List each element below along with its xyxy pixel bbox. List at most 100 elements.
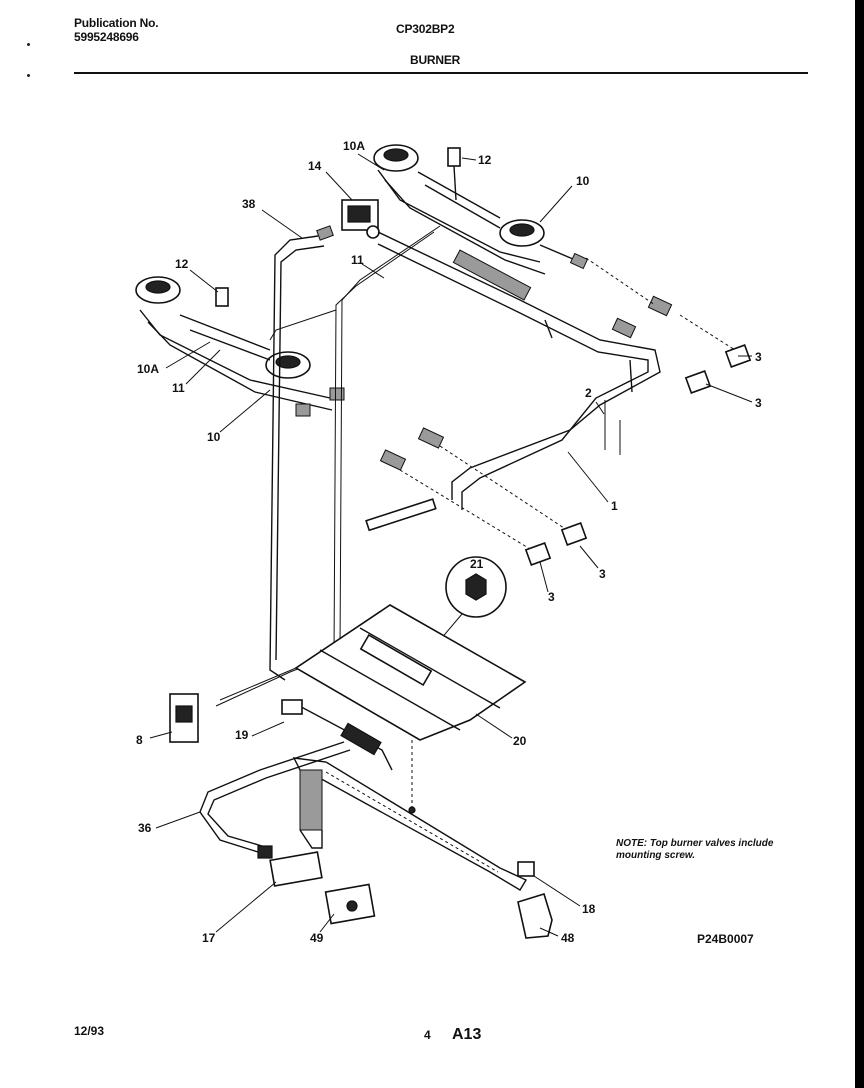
- burner-bracket-upper-2: [424, 184, 501, 229]
- valve-left-1: [417, 427, 445, 449]
- footer-date: 12/93: [74, 1024, 105, 1038]
- bracket-49-hole: [346, 900, 358, 912]
- scan-border: [855, 0, 864, 1088]
- figure-id: P24B0007: [697, 932, 754, 946]
- callout-3-d: 3: [548, 590, 555, 604]
- burner-bracket-upper: [417, 171, 501, 219]
- electrode-wire-top: [453, 165, 457, 201]
- callout-11-left: 11: [172, 381, 185, 395]
- orifice-fitting-left-2: [295, 403, 311, 417]
- callout-38: 38: [242, 197, 256, 211]
- oven-burner-manifold-18: [292, 757, 528, 891]
- callout-3-a: 3: [755, 350, 762, 364]
- footer-page-code: A13: [452, 1026, 482, 1043]
- burner-bracket-left-2: [189, 329, 271, 361]
- callout-19: 19: [235, 728, 249, 742]
- switch-8-face: [175, 705, 193, 723]
- callout-48: 48: [561, 931, 575, 945]
- callout-3-b: 3: [755, 396, 762, 410]
- footer-page-number: 4: [424, 1028, 431, 1042]
- leader-lines: [149, 153, 753, 937]
- valve-left-2: [379, 449, 407, 471]
- valve-top-right: [647, 295, 673, 317]
- upper-right-burner-assembly: [373, 144, 589, 275]
- callout-12-top: 12: [478, 153, 492, 167]
- gas-tube-36-edge: [207, 749, 351, 847]
- regulator-port: [366, 225, 380, 239]
- regulator-top: [347, 205, 371, 223]
- callout-10-top: 10: [576, 174, 590, 188]
- orifice-fitting-top: [569, 252, 589, 270]
- valve-17-fitting: [257, 845, 273, 859]
- oven-burner-tube: [359, 633, 433, 687]
- valve-guide-4: [399, 469, 536, 553]
- burner-tube-upper-lower-edge: [384, 179, 546, 275]
- pressure-regulator-14: [316, 199, 380, 241]
- publication-number: 5995248696: [74, 30, 139, 44]
- callout-14: 14: [308, 159, 322, 173]
- valve-right-2: [611, 317, 637, 339]
- callout-20: 20: [513, 734, 527, 748]
- thermostat-valve-stem: [299, 769, 323, 831]
- knob-stem-3c: [560, 522, 588, 546]
- manifold-pipe: [365, 231, 661, 532]
- burner-tube-left-lower-edge: [147, 321, 333, 411]
- spark-electrode-12-left: [215, 287, 229, 307]
- manifold-bracket-right: [629, 359, 633, 393]
- scan-speck: [27, 74, 30, 77]
- ignition-wire-11-branch: [269, 309, 337, 341]
- header-rule: [74, 72, 808, 74]
- burner-bracket-left: [179, 314, 271, 351]
- burner-tube-left: [139, 309, 331, 399]
- section-title: BURNER: [410, 53, 461, 67]
- oven-burner-fold-1: [359, 627, 501, 709]
- left-burner-assembly: [135, 276, 345, 417]
- callout-18: 18: [582, 902, 596, 916]
- manifold-mount-bracket: [365, 498, 437, 532]
- oven-burner-manifold-texture: [325, 771, 499, 873]
- manifold-pipe-lower-edge: [377, 243, 649, 510]
- gas-tube-36: [199, 741, 345, 853]
- callout-10A-top: 10A: [343, 139, 365, 153]
- orifice-fitting-left: [329, 387, 345, 401]
- oven-burner-bracket-18: [517, 861, 535, 877]
- oven-igniter: [340, 722, 382, 756]
- knob-stem-3b: [684, 370, 712, 394]
- callout-10-left: 10: [207, 430, 221, 444]
- callout-11-top: 11: [351, 253, 364, 267]
- manifold-pipe-upper-edge: [377, 231, 661, 500]
- gas-tube-38-edge: [275, 245, 325, 661]
- valve-guide-1: [585, 257, 656, 306]
- thermostat-valve-tip: [299, 829, 323, 849]
- publication-label: Publication No.: [74, 16, 159, 30]
- ignition-wire-11-b: [215, 231, 435, 707]
- burner-cap-10A-top: [383, 148, 409, 162]
- valve-guide-3: [439, 445, 571, 533]
- burner-tube-upper: [377, 169, 541, 263]
- valve-note: NOTE: Top burner valves include mounting…: [616, 838, 774, 861]
- burner-cap-10A-left: [145, 280, 171, 294]
- oven-burner-20: [294, 604, 527, 741]
- valve-17: [269, 851, 323, 887]
- oven-burner-fold-2: [319, 649, 461, 731]
- callout-36: 36: [138, 821, 152, 835]
- bracket-48: [517, 893, 553, 939]
- burner-cap-10-top: [509, 223, 535, 237]
- orifice-hood-21: [465, 573, 487, 601]
- scan-speck: [27, 43, 30, 46]
- callout-2: 2: [585, 386, 592, 400]
- igniter-19: [281, 699, 303, 715]
- valve-guide-2: [679, 314, 736, 351]
- manifold-valve-bar: [452, 249, 532, 301]
- callout-49: 49: [310, 931, 324, 945]
- oven-burner-screw: [408, 806, 416, 814]
- manifold-bracket: [544, 319, 553, 339]
- oven-igniter-bracket: [291, 701, 393, 771]
- callout-21: 21: [470, 557, 484, 571]
- callout-17: 17: [202, 931, 216, 945]
- callout-3-c: 3: [599, 567, 606, 581]
- gas-tube-38: [269, 235, 319, 681]
- callout-10A-left: 10A: [137, 362, 159, 376]
